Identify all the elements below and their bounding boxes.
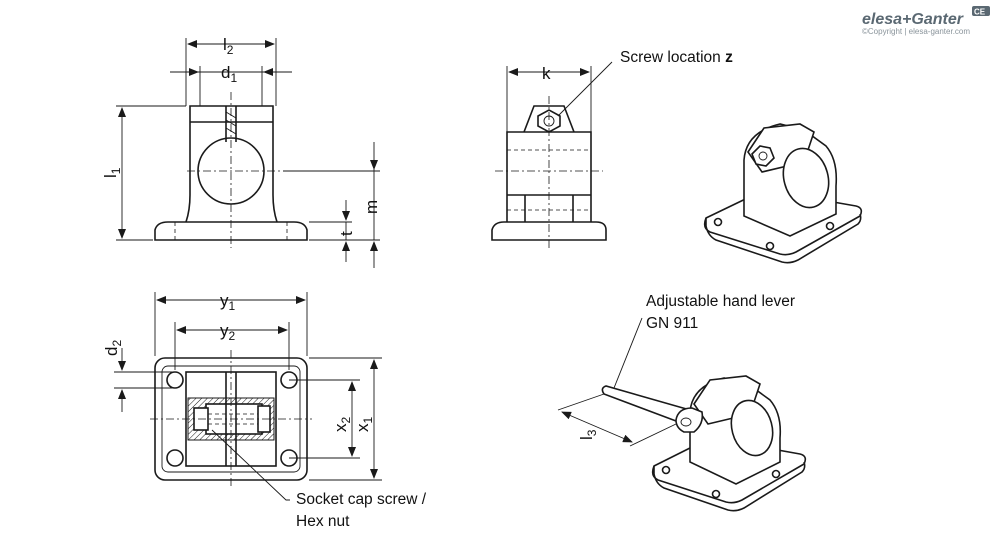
leader-socket-screw (211, 429, 290, 501)
dim-y1-label: y1 (220, 291, 236, 313)
side-clamp-tab (523, 105, 575, 133)
dim-d1-label: d1 (221, 63, 237, 85)
dim-d2-label: d2 (102, 340, 124, 356)
iso1-bore (782, 147, 830, 209)
dim-y2-label: y2 (220, 321, 236, 343)
isometric-view-lever (557, 317, 807, 512)
dim-m-label: m (362, 200, 381, 214)
callout-hand-lever-line2: GN 911 (646, 315, 698, 332)
dim-l2-label: l2 (223, 35, 234, 57)
logo-badge-mark: CE (974, 8, 986, 17)
side-base-plate (491, 221, 607, 241)
callout-hand-lever-line1: Adjustable hand lever (646, 293, 795, 310)
dim-x1-label: x1 (353, 417, 375, 433)
leader-hand-lever (613, 317, 643, 389)
dim-x2-label: x2 (331, 417, 353, 433)
brand-logo: elesa+Ganter CE ©Copyright | elesa-gante… (862, 6, 990, 36)
dim-l3-line (561, 411, 633, 443)
dim-k-label: k (542, 64, 551, 83)
isometric-view-clamp (703, 123, 863, 264)
leader-screw-location (557, 61, 613, 117)
brand-name: elesa+Ganter (862, 11, 964, 28)
iso2-lever-handle (601, 385, 692, 426)
dim-l1-label: l1 (101, 167, 123, 178)
iso2-bore (730, 399, 774, 457)
top-view (114, 292, 382, 501)
front-base-plate (154, 221, 308, 241)
callout-socket-screw-line1: Socket cap screw / (296, 491, 427, 508)
front-view (116, 38, 380, 268)
side-view (491, 61, 613, 248)
iso1-screw (751, 145, 775, 167)
dim-l3-label: l3 (577, 429, 599, 440)
top-hole-1 (166, 371, 184, 389)
callout-socket-screw-line2: Hex nut (296, 513, 350, 530)
front-body (185, 105, 278, 223)
logo-badge (972, 6, 990, 16)
top-hole-3 (166, 449, 184, 467)
callout-screw-location: Screw location z (620, 49, 733, 66)
dim-t-label: t (337, 231, 356, 236)
brand-copyright: ©Copyright | elesa-ganter.com (862, 27, 970, 36)
iso2-lever-hub (675, 407, 704, 433)
